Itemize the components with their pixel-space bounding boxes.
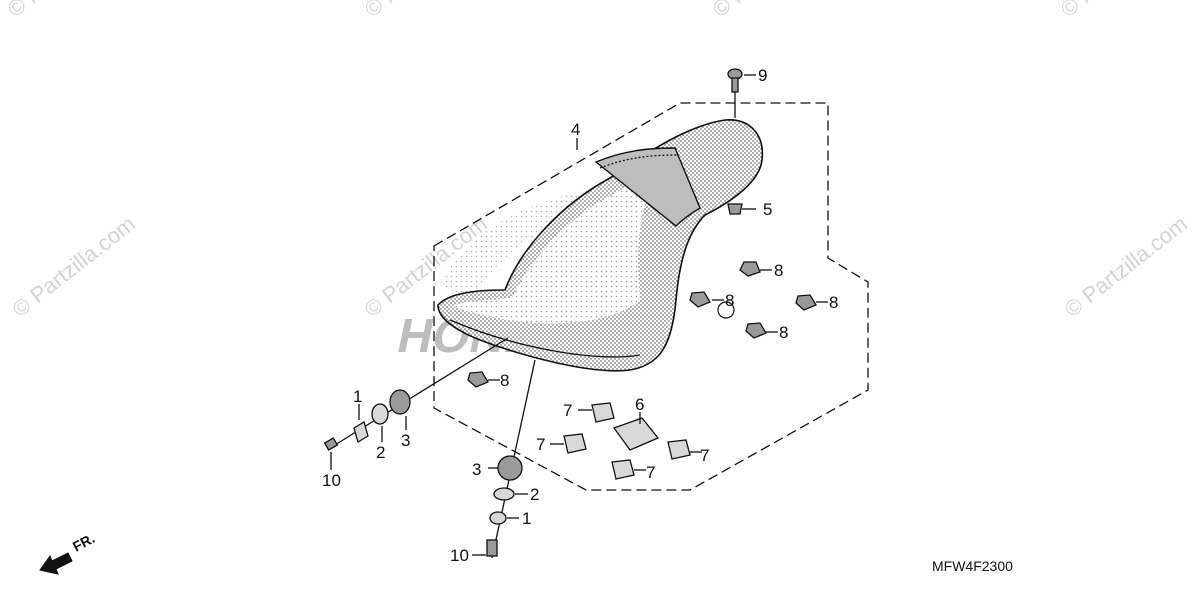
watermark-text: © Partzilla.com bbox=[708, 0, 840, 22]
callout-1: 1 bbox=[522, 509, 531, 528]
callout-3: 3 bbox=[472, 460, 481, 479]
watermark-text: © Partzilla.com bbox=[1056, 0, 1188, 22]
rubber-part-7 bbox=[550, 402, 702, 480]
seat-assembly: HONDA bbox=[393, 119, 764, 372]
bottom-fastener-stack bbox=[472, 359, 536, 559]
bolt-part-9 bbox=[727, 68, 756, 118]
callout-7: 7 bbox=[700, 446, 709, 465]
callout-1: 1 bbox=[353, 387, 362, 406]
callout-9: 9 bbox=[758, 66, 767, 85]
callout-5: 5 bbox=[763, 200, 772, 219]
callout-labels: 9 4 5 8 8 8 8 8 7 6 7 7 7 1 2 3 10 3 2 1… bbox=[322, 66, 838, 565]
callout-10: 10 bbox=[322, 471, 341, 490]
watermark-text: © Partzilla.com bbox=[360, 0, 492, 22]
seat-top-surface bbox=[452, 165, 665, 324]
callout-3: 3 bbox=[401, 431, 410, 450]
front-direction-arrow: FR. bbox=[39, 530, 97, 575]
watermark-text: © Partzilla.com bbox=[1060, 211, 1192, 322]
diagram-code: MFW4F2300 bbox=[932, 558, 1013, 574]
callout-8: 8 bbox=[500, 371, 509, 390]
bracket-part-6 bbox=[612, 412, 660, 451]
seat-strap bbox=[594, 147, 701, 227]
nut-part-8 bbox=[467, 261, 828, 388]
callout-8: 8 bbox=[725, 291, 734, 310]
callout-7: 7 bbox=[563, 401, 572, 420]
callout-8: 8 bbox=[829, 293, 838, 312]
left-fastener-stack bbox=[323, 337, 509, 470]
watermark-text: © Partzilla.com bbox=[8, 211, 140, 322]
front-arrow-label: FR. bbox=[70, 530, 97, 555]
callout-2: 2 bbox=[530, 485, 539, 504]
callout-2: 2 bbox=[376, 443, 385, 462]
callout-7: 7 bbox=[536, 435, 545, 454]
front-arrow-icon bbox=[39, 552, 73, 575]
rubber-part-5 bbox=[727, 203, 756, 215]
callout-10: 10 bbox=[450, 546, 469, 565]
callout-6: 6 bbox=[635, 395, 644, 414]
callout-7: 7 bbox=[646, 463, 655, 482]
callout-8: 8 bbox=[774, 261, 783, 280]
watermark-text: © Partzilla.com bbox=[3, 0, 135, 22]
callout-4: 4 bbox=[571, 120, 580, 139]
callout-8: 8 bbox=[779, 323, 788, 342]
